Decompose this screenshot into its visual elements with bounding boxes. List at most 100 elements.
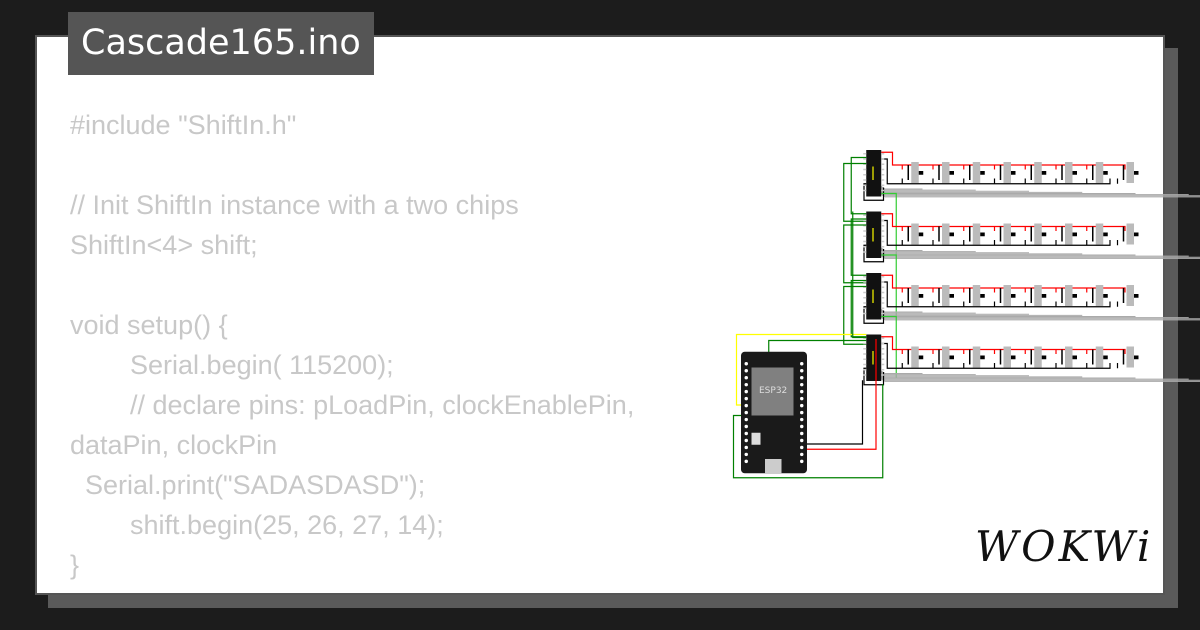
chip-pin [881, 158, 885, 160]
header-pin [800, 396, 804, 401]
switch-handle [1134, 171, 1139, 175]
header-pin [744, 389, 748, 394]
slide-switch [911, 223, 919, 245]
switch-handle [980, 171, 985, 175]
switch-pin [1030, 349, 1032, 365]
chip-pin [881, 184, 885, 186]
signal-wire [881, 315, 897, 378]
slide-switch [1003, 162, 1011, 183]
header-pin [800, 382, 804, 387]
chip-pin [881, 312, 885, 315]
chip-pin [881, 189, 885, 192]
chip-marking [872, 166, 874, 180]
chip-pin [881, 358, 885, 360]
header-pin [800, 410, 804, 415]
switch-handle [949, 355, 954, 360]
code-line: #include "ShiftIn.h" [70, 110, 297, 140]
switch-handle [918, 232, 924, 237]
slide-switch [1065, 223, 1073, 245]
slide-switch [1095, 223, 1104, 245]
slide-switch [972, 285, 981, 306]
chip-pin [863, 302, 867, 304]
header-pin [744, 445, 748, 450]
chip-pin [881, 363, 885, 366]
switch-pin [999, 288, 1002, 303]
header-pin [800, 417, 804, 422]
chip-pin [863, 297, 867, 299]
chip-pin [863, 358, 867, 360]
ground-wire [863, 367, 885, 386]
header-pin [744, 452, 748, 457]
slide-switch [942, 223, 950, 245]
chip-pin [863, 158, 867, 160]
slide-switch [972, 162, 981, 183]
chip-pin [863, 168, 867, 171]
chip-pin [881, 302, 885, 304]
code-line: Serial.begin( 115200); [70, 350, 394, 380]
header-pin [800, 369, 804, 373]
slide-switch [1034, 346, 1042, 368]
switch-pin [1030, 165, 1032, 180]
switch-handle [1103, 232, 1108, 237]
chip-pin [863, 230, 867, 232]
switch-handle [1103, 171, 1108, 175]
switch-handle [1103, 355, 1108, 360]
switch-pin [969, 226, 971, 242]
slide-switch [942, 346, 950, 368]
slide-switch [1095, 346, 1104, 368]
slide-switch [1034, 285, 1042, 306]
header-pin [744, 424, 748, 429]
chip-pin [863, 286, 867, 288]
code-line: ShiftIn<4> shift; [70, 230, 258, 260]
chip-pin [881, 153, 885, 155]
header-pin [800, 445, 804, 450]
switch-handle [1041, 232, 1047, 237]
switch-pin [1092, 165, 1094, 180]
switch-pin [1122, 349, 1125, 365]
chip-pin [881, 225, 885, 227]
chip-pin [881, 286, 885, 288]
switch-handle [1072, 294, 1077, 298]
header-pin [800, 431, 804, 436]
chip-pin [881, 307, 885, 309]
switch-pin [1030, 288, 1032, 303]
switch-handle [1134, 232, 1139, 237]
switch-pin [938, 165, 940, 180]
chip-marking [872, 228, 874, 242]
switch-handle [1134, 355, 1139, 360]
header-pin [744, 396, 748, 401]
switch-handle [1072, 232, 1077, 237]
header-pin [744, 403, 748, 408]
chip-pin [881, 246, 885, 248]
chip-pin [863, 240, 867, 243]
chip-pin [863, 312, 867, 315]
slide-switch [1003, 346, 1011, 368]
chip-pin [863, 189, 867, 192]
switch-pin [1030, 226, 1032, 242]
signal-wire [850, 218, 867, 276]
regulator [751, 432, 761, 445]
chip-pin [863, 219, 867, 222]
switch-pin [999, 349, 1002, 365]
switch-pin [1092, 226, 1094, 242]
slide-switch [1034, 223, 1042, 245]
chip-pin [881, 281, 885, 283]
switch-handle [980, 294, 985, 298]
header-pin [744, 417, 748, 422]
header-pin [744, 369, 748, 373]
code-preview: #include "ShiftIn.h"// Init ShiftIn inst… [70, 105, 720, 585]
switch-handle [1011, 232, 1016, 237]
chip-pin [881, 163, 885, 165]
switch-handle [980, 355, 985, 360]
switch-pin [938, 349, 940, 365]
switch-handle [1041, 355, 1047, 360]
header-pin [744, 375, 748, 380]
header-pin [744, 382, 748, 387]
slide-switch [1065, 162, 1073, 183]
slide-switch [1095, 162, 1104, 183]
switch-handle [1134, 294, 1139, 298]
switch-pin [938, 226, 940, 242]
slide-switch [1095, 285, 1104, 306]
switch-handle [1011, 294, 1016, 298]
switch-pin [907, 165, 909, 180]
